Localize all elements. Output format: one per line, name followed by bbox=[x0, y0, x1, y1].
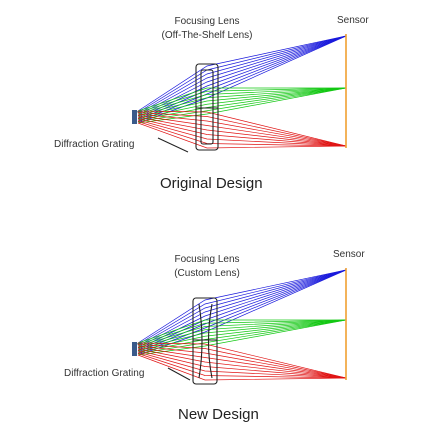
red-ray bbox=[137, 122, 347, 149]
red-ray bbox=[137, 347, 347, 379]
new-design-svg bbox=[132, 268, 347, 385]
blue-ray bbox=[137, 35, 347, 122]
red-ray bbox=[137, 344, 347, 379]
green-ray bbox=[137, 87, 347, 124]
grating-label: Diffraction Grating bbox=[64, 368, 145, 379]
green-ray bbox=[137, 319, 347, 354]
red-ray bbox=[137, 118, 347, 147]
new-design-diagram: Focusing Lens (Custom Lens) Sensor Diffr… bbox=[0, 222, 444, 444]
red-ray bbox=[137, 112, 347, 147]
blue-ray bbox=[137, 269, 347, 354]
lens-label: Focusing Lens bbox=[174, 254, 240, 265]
ray-bundle-green bbox=[137, 87, 347, 124]
ray-bundle-blue bbox=[137, 269, 347, 356]
green-ray bbox=[137, 319, 347, 347]
red-ray bbox=[137, 115, 347, 147]
green-ray bbox=[137, 87, 347, 116]
off-the-shelf-lens bbox=[195, 63, 219, 151]
caption-new-design: New Design bbox=[178, 406, 259, 423]
original-design-svg bbox=[132, 34, 347, 153]
green-ray bbox=[137, 87, 347, 115]
red-ray bbox=[137, 350, 347, 379]
red-ray bbox=[137, 353, 347, 379]
blue-ray bbox=[137, 269, 347, 353]
blue-ray bbox=[137, 269, 347, 344]
grating-leader-line bbox=[157, 137, 189, 153]
ray-bundle-red bbox=[137, 342, 347, 381]
diffraction-grating bbox=[132, 110, 142, 124]
blue-ray bbox=[137, 269, 347, 356]
red-ray bbox=[137, 354, 347, 381]
original-design-diagram: Focusing Lens (Off-The-Shelf Lens) Senso… bbox=[54, 15, 369, 192]
red-ray bbox=[137, 345, 347, 379]
caption-original-design: Original Design bbox=[160, 175, 263, 192]
blue-ray bbox=[137, 269, 347, 345]
lens-sublabel: (Off-The-Shelf Lens) bbox=[161, 30, 253, 41]
red-ray bbox=[137, 119, 347, 147]
grating-leader-line bbox=[167, 367, 191, 381]
red-ray bbox=[137, 113, 347, 147]
green-ray bbox=[137, 87, 347, 122]
green-ray bbox=[137, 87, 347, 113]
sensor-label: Sensor bbox=[333, 249, 365, 260]
red-ray bbox=[137, 348, 347, 379]
lens-sublabel: (Custom Lens) bbox=[174, 268, 240, 279]
blue-ray bbox=[137, 35, 347, 112]
blue-ray bbox=[137, 269, 347, 350]
sensor-label: Sensor bbox=[337, 15, 369, 26]
diffraction-grating bbox=[132, 342, 142, 356]
lens-label: Focusing Lens bbox=[174, 16, 240, 27]
ray-bundle-red bbox=[137, 110, 347, 149]
green-ray bbox=[137, 87, 346, 112]
green-ray bbox=[137, 319, 346, 344]
blue-ray bbox=[137, 35, 347, 115]
custom-lens bbox=[192, 297, 218, 385]
red-ray bbox=[137, 351, 347, 379]
red-ray bbox=[137, 342, 347, 379]
blue-ray bbox=[137, 35, 347, 121]
red-ray bbox=[137, 116, 347, 147]
green-ray bbox=[137, 319, 347, 356]
blue-ray bbox=[137, 269, 347, 347]
grating-label: Diffraction Grating bbox=[54, 139, 135, 150]
green-ray bbox=[137, 319, 347, 348]
green-ray bbox=[137, 319, 347, 345]
red-ray bbox=[137, 110, 347, 147]
